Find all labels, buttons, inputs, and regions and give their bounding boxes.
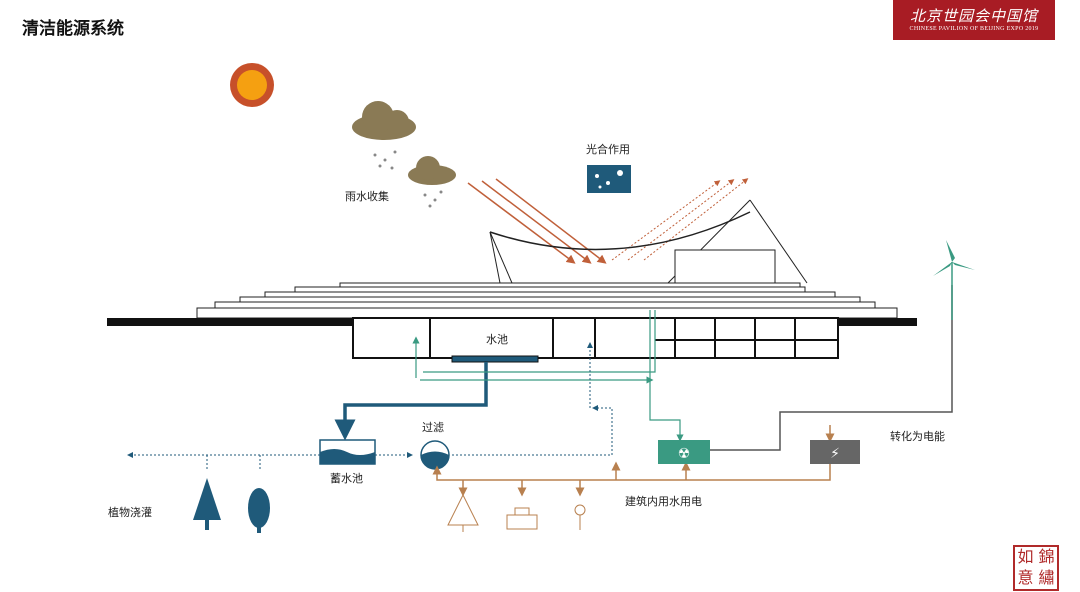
filter-flow	[127, 342, 613, 470]
power-line	[710, 285, 953, 451]
seal: 如 錦 意 繡	[1013, 545, 1059, 591]
label-reservoir: 蓄水池	[330, 472, 363, 485]
lightning-box-icon: ⚡	[810, 440, 860, 464]
seal-char: 如	[1017, 547, 1034, 566]
water-flow-pipe	[334, 362, 488, 441]
label-photosynthesis: 光合作用	[586, 142, 630, 156]
fountain-icon	[506, 507, 538, 530]
filter-icon	[420, 440, 450, 470]
rain-cloud-icon	[352, 101, 456, 208]
photosynthesis-icon	[587, 165, 631, 193]
logo-zh: 北京世园会中国馆	[909, 7, 1038, 25]
lamp-icon	[574, 504, 586, 530]
seal-char: 繡	[1038, 568, 1055, 587]
recycle-flow	[412, 310, 684, 442]
page-title: 清洁能源系统	[22, 19, 124, 39]
wind-turbine-icon	[933, 240, 975, 320]
reservoir-icon	[319, 439, 376, 465]
label-irrigation: 植物浇灌	[108, 505, 152, 519]
utility-flow	[432, 425, 835, 497]
seal-char: 錦	[1038, 547, 1055, 566]
pine-tree-icon	[193, 478, 221, 530]
label-filter: 过滤	[422, 421, 444, 434]
pavilion-roof	[196, 199, 898, 319]
seal-char: 意	[1017, 568, 1034, 587]
label-electricity: 转化为电能	[890, 429, 945, 443]
label-rain: 雨水收集	[345, 189, 389, 203]
svg-text:⚡: ⚡	[830, 446, 840, 462]
sun-icon	[230, 63, 274, 107]
leaf-tree-icon	[248, 488, 270, 533]
logo-en: CHINESE PAVILION OF BEIJING EXPO 2019	[909, 26, 1039, 32]
logo: 北京世园会中国馆 CHINESE PAVILION OF BEIJING EXP…	[893, 0, 1055, 40]
label-building-use: 建筑内用水用电	[625, 494, 702, 508]
svg-text:☢: ☢	[678, 446, 691, 462]
building-section	[352, 317, 839, 363]
radiation-box-icon: ☢	[658, 440, 710, 464]
label-pool: 水池	[486, 333, 508, 346]
tree-outline-icon	[447, 493, 479, 532]
